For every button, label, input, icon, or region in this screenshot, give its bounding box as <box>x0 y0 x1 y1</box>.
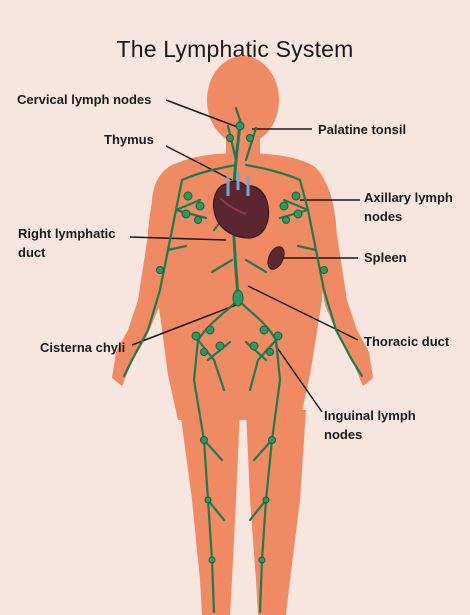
label-cervical-lymph-nodes: Cervical lymph nodes <box>17 92 152 107</box>
leader-right-lymphatic <box>129 236 227 241</box>
label-thoracic-duct: Thoracic duct <box>364 334 450 349</box>
leader-cisterna <box>131 304 237 346</box>
lymph-nodes <box>156 121 328 564</box>
leader-inguinal <box>275 345 323 413</box>
leader-thymus <box>165 145 233 181</box>
label-spleen: Spleen <box>364 250 407 265</box>
label-right-lymphatic-duct: Right lymphatic duct <box>18 226 116 260</box>
spleen-shape <box>267 246 285 270</box>
heart-shape <box>212 172 270 239</box>
label-thymus: Thymus <box>104 132 154 147</box>
label-palatine-tonsil: Palatine tonsil <box>318 122 407 137</box>
leader-lines <box>129 99 360 413</box>
leader-thoracic <box>247 285 359 341</box>
leader-cervical <box>165 99 241 129</box>
label-axillary-lymph-nodes: Axillary lymph nodes <box>364 190 453 224</box>
label-inguinal-lymph-nodes: Inguinal lymph nodes <box>324 408 416 442</box>
cisterna-chyli-shape <box>232 289 244 307</box>
label-cisterna-chyli: Cisterna chyli <box>40 340 126 355</box>
